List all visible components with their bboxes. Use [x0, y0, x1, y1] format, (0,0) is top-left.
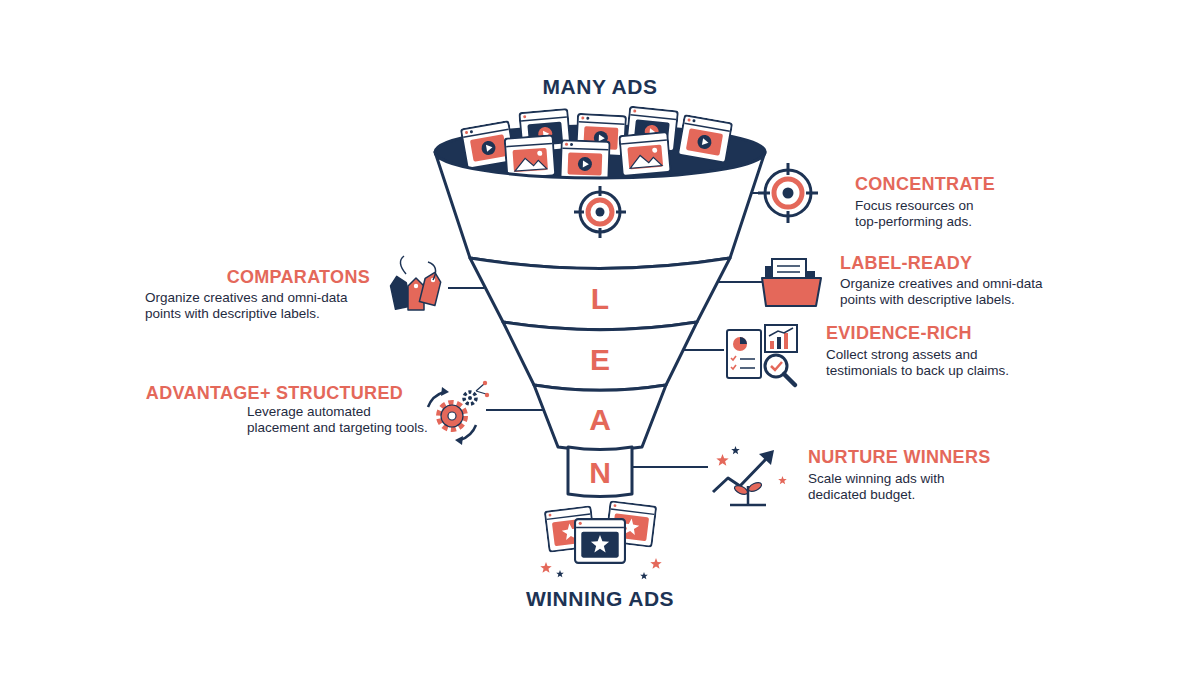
plant-leaf — [747, 481, 763, 493]
bar-chart-frame — [765, 325, 797, 352]
pie-slice — [740, 337, 747, 344]
gear-teeth — [439, 403, 465, 429]
target-icon — [783, 188, 794, 199]
target-icon — [774, 179, 802, 207]
star-icon — [778, 476, 787, 484]
arrow-head — [441, 387, 449, 396]
ad-card — [678, 115, 732, 163]
network-line — [476, 384, 486, 394]
star-icon — [650, 558, 661, 569]
callout-heading: EVIDENCE-RICH — [826, 322, 1046, 344]
funnel-band: E — [503, 322, 697, 393]
arrow-head — [759, 450, 774, 465]
target-crosshair — [758, 163, 818, 223]
target-ring — [580, 192, 620, 232]
target-icon — [765, 170, 811, 216]
funnel-band: A — [534, 385, 666, 453]
funnel-letter: E — [503, 343, 697, 377]
tag-string — [400, 256, 406, 274]
band-shape — [534, 385, 666, 450]
bar — [784, 333, 788, 349]
gear-teeth — [464, 392, 476, 404]
leader-line — [684, 349, 724, 351]
callout-heading: NURTURE WINNERS — [808, 446, 1028, 468]
star-icon — [731, 446, 740, 454]
leader-line — [486, 409, 543, 411]
callout-body: Leverage automated placement and targeti… — [247, 404, 432, 436]
gear-hub — [468, 396, 472, 400]
report-sheet — [727, 330, 761, 378]
leader-line — [719, 281, 762, 283]
network-dot — [485, 393, 489, 397]
ad-card — [505, 135, 556, 178]
star-icon — [556, 570, 564, 577]
target-ring — [588, 200, 612, 224]
callout-heading: COMPARATONS — [170, 266, 370, 288]
band-shape — [470, 258, 730, 330]
magnifier-handle — [784, 374, 795, 385]
callout-heading: ADVANTAGE+ STRUCTURED — [100, 382, 403, 404]
ad-card — [619, 132, 670, 176]
star-icon — [540, 562, 551, 573]
network-dot — [483, 381, 487, 385]
band-shape — [503, 322, 697, 390]
funnel-top-band — [435, 152, 765, 268]
leader-line — [448, 287, 484, 289]
gear-hub — [448, 412, 456, 420]
callout-body: Collect strong assets and testimonials t… — [826, 347, 1031, 379]
winning-card — [575, 519, 625, 563]
funnel-letter: N — [568, 456, 632, 490]
funnel-band: N — [568, 447, 632, 500]
check-mark — [771, 362, 782, 370]
tag-shape — [419, 271, 442, 306]
gear-body — [441, 405, 463, 427]
callout-heading: LABEL-READY — [840, 252, 1060, 274]
band-shape — [568, 447, 632, 497]
stage-heading: MANY ADS — [400, 74, 800, 100]
bar — [777, 337, 781, 349]
tag-hole — [414, 284, 418, 288]
callout-heading: CONCENTRATE — [855, 173, 1075, 195]
star-icon — [716, 454, 728, 466]
ad-card — [560, 140, 609, 182]
funnel-letter: A — [534, 403, 666, 437]
callout-body: Organize creatives and omni-data points … — [145, 290, 365, 322]
callout-body: Scale winning ads with dedicated budget. — [808, 471, 968, 503]
plant-leaf — [733, 484, 749, 496]
tag-string — [428, 262, 436, 280]
leader-line — [633, 466, 708, 468]
ground-line — [730, 504, 766, 507]
star-icon — [640, 572, 648, 579]
callout-body: Organize creatives and omni-data points … — [840, 276, 1060, 308]
target-crosshair — [574, 186, 626, 238]
arrow-head — [455, 436, 463, 445]
sheet-lines — [740, 359, 755, 368]
paper-lines — [777, 266, 800, 272]
bar — [770, 341, 774, 349]
stage-heading: WINNING ADS — [400, 586, 800, 612]
funnel-letter: L — [470, 282, 730, 316]
callout-body: Focus resources on top-performing ads. — [855, 198, 987, 230]
check-marks — [731, 356, 736, 369]
pie-chart — [733, 337, 747, 351]
folder-front — [762, 278, 821, 306]
trend-line — [769, 328, 793, 336]
target-center — [596, 208, 605, 217]
